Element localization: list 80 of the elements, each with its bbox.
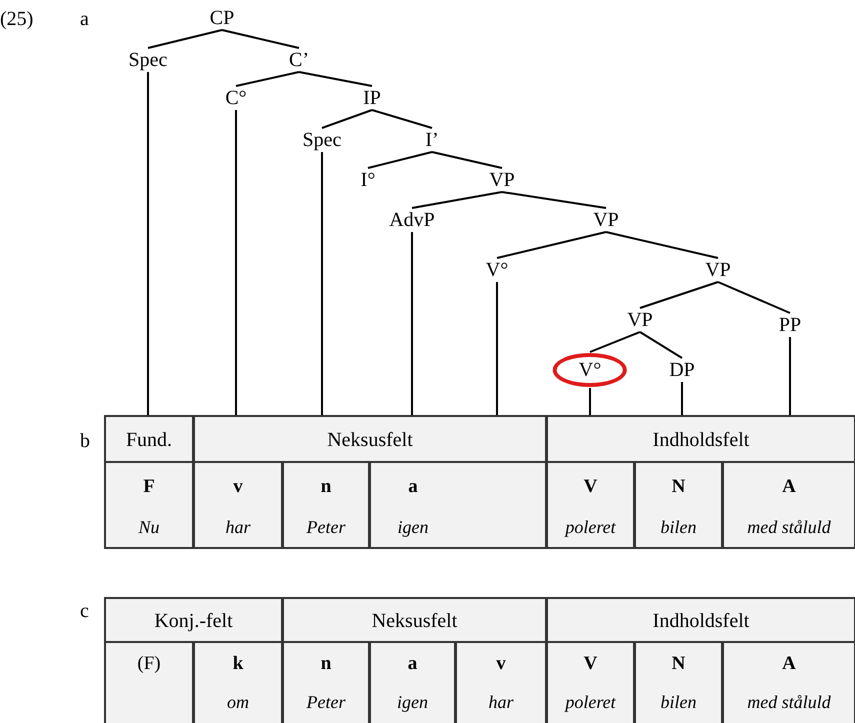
tree-node-label: VP [627, 309, 653, 331]
table-cell: Indholdsfelt [546, 415, 855, 463]
tree-node-label: VP [705, 259, 731, 281]
table-cell: Peter [282, 510, 370, 549]
table-cell: A [722, 643, 855, 685]
example-number: (25) [0, 8, 34, 31]
table-cell: igen [369, 510, 547, 549]
table-cell: N [634, 463, 723, 510]
table-cell: V [546, 643, 635, 685]
tree-branch [368, 151, 432, 169]
panel-letter: a [80, 8, 89, 31]
table-cell: v [193, 463, 283, 510]
table-cell: poleret [546, 685, 635, 723]
tree-node-label: I’ [425, 129, 439, 151]
tree-node-label: PP [778, 314, 802, 336]
table-cell: Konj.-felt [104, 597, 283, 643]
table-cell: Neksusfelt [282, 597, 547, 643]
table-cell: Neksusfelt [193, 415, 547, 463]
projection-line [147, 72, 149, 416]
tree-branch [502, 191, 606, 209]
table-cell: (F) [104, 643, 194, 723]
tree-branch [639, 331, 683, 359]
table-cell: a [369, 463, 547, 510]
table-cell: med ståluld [722, 510, 855, 549]
projection-line [789, 337, 791, 416]
tree-branch [640, 281, 718, 309]
projection-line [496, 282, 498, 416]
tree-node-label: Spec [128, 49, 168, 71]
table-cell: Indholdsfelt [546, 597, 855, 643]
table-cell: V [546, 463, 635, 510]
table-cell: bilen [634, 685, 723, 723]
table-cell: n [282, 643, 370, 685]
tree-branch [496, 231, 606, 259]
tree-branch [148, 29, 222, 49]
panel-letter: c [80, 600, 89, 623]
projection-line [411, 232, 413, 416]
circled-tree-label: V° [552, 353, 628, 387]
table-cell: A [722, 463, 855, 510]
tree-node-label: I° [360, 169, 376, 191]
panel-letter: b [80, 430, 90, 453]
tree-branch [372, 109, 432, 129]
table-cell: om [193, 685, 283, 723]
table-cell: igen [369, 685, 456, 723]
table-cell: har [455, 685, 547, 723]
tree-branch [590, 331, 640, 353]
tree-node-label: DP [669, 359, 695, 381]
table-cell: har [193, 510, 283, 549]
table-cell: Fund. [104, 415, 194, 463]
tree-branch [606, 231, 718, 259]
tree-branch [298, 71, 372, 87]
tree-branch [222, 29, 300, 49]
table-cell: N [634, 643, 723, 685]
tree-node-label: C’ [289, 49, 309, 71]
tree-node-label: VP [593, 209, 619, 231]
tree-node-label: CP [210, 7, 234, 29]
table-cell: a [369, 643, 456, 685]
table-cell: Nu [104, 510, 194, 549]
tree-node-label: V° [486, 259, 508, 281]
tree-branch [322, 109, 372, 129]
table-cell: med ståluld [722, 685, 855, 723]
tree-node-label: VP [489, 169, 515, 191]
projection-line [589, 388, 591, 416]
tree-branch [412, 191, 502, 209]
projection-line [681, 382, 683, 416]
tree-branch [718, 281, 790, 314]
projection-line [235, 110, 237, 416]
tree-node-label: AdvP [389, 209, 435, 231]
projection-line [321, 152, 323, 416]
tree-node-label: C° [225, 87, 247, 109]
table-cell: Peter [282, 685, 370, 723]
tree-node-label: IP [363, 87, 381, 109]
table-cell: poleret [546, 510, 635, 549]
tree-branch [432, 151, 502, 169]
table-cell: v [455, 643, 547, 685]
tree-node-label: Spec [302, 129, 342, 151]
table-cell: n [282, 463, 370, 510]
table-cell: bilen [634, 510, 723, 549]
table-cell: F [104, 463, 194, 510]
table-cell: k [193, 643, 283, 685]
tree-branch [236, 71, 300, 87]
